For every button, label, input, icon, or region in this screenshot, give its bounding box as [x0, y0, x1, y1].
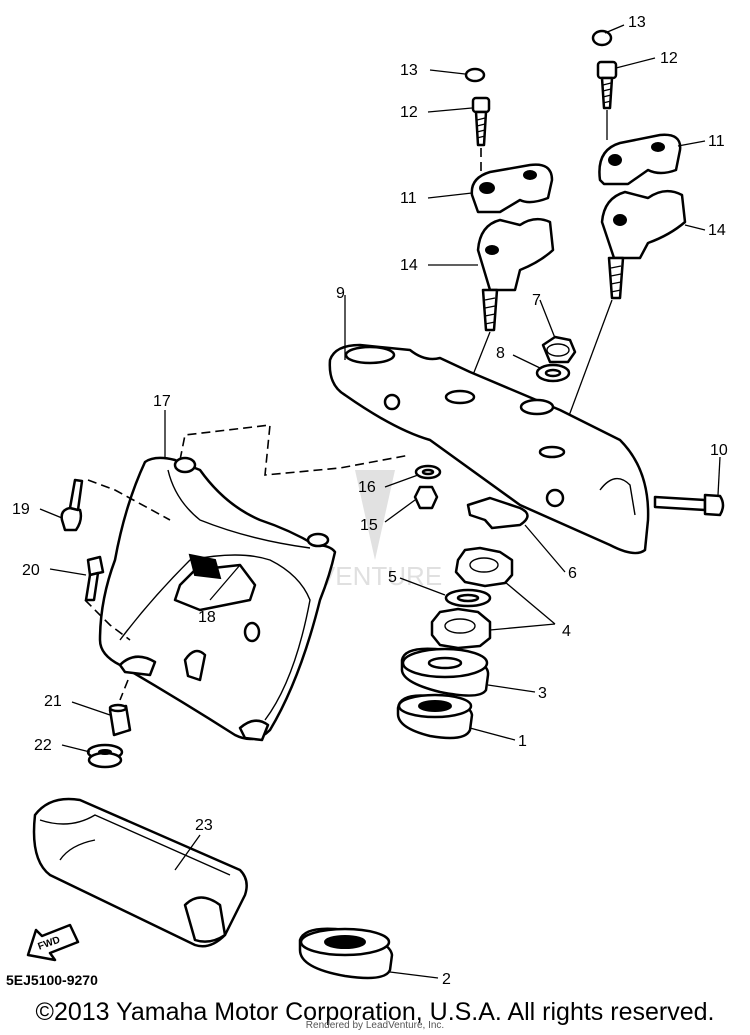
callout-12-left: 12 — [400, 104, 418, 121]
callout-8: 8 — [496, 345, 505, 362]
callout-7: 7 — [532, 292, 541, 309]
callout-11-left: 11 — [400, 190, 417, 207]
upper-bracket-9 — [328, 343, 650, 555]
callout-18: 18 — [198, 609, 216, 626]
washer-8 — [535, 363, 571, 383]
callout-15: 15 — [360, 517, 378, 534]
callout-21: 21 — [44, 693, 62, 710]
collar-21 — [108, 703, 132, 737]
callout-19: 19 — [12, 501, 30, 518]
callout-22: 22 — [34, 737, 52, 754]
seal-2 — [298, 927, 394, 980]
callout-13-left: 13 — [400, 62, 418, 79]
bolt-12-left — [471, 96, 491, 147]
callout-2: 2 — [442, 971, 451, 988]
plate-6 — [466, 496, 529, 530]
grommet-22 — [86, 743, 124, 769]
callout-23: 23 — [195, 817, 213, 834]
callout-16: 16 — [358, 479, 376, 496]
bearing-1 — [396, 693, 474, 740]
bearing-cover-3 — [400, 647, 490, 697]
callout-5: 5 — [388, 569, 397, 586]
nut-7 — [541, 335, 577, 364]
cover-23 — [32, 797, 248, 948]
holder-11-right — [598, 133, 682, 186]
ring-nut-4-upper — [454, 546, 514, 588]
callout-12-right: 12 — [660, 50, 678, 67]
diagram-code: 5EJ5100-9270 — [6, 972, 98, 988]
callout-14-right: 14 — [708, 222, 726, 239]
fwd-arrow-icon: FWD — [26, 923, 80, 962]
rendered-by-text: Rendered by LeadVenture, Inc. — [305, 1020, 445, 1031]
holder-11-left — [470, 163, 554, 214]
callout-20: 20 — [22, 562, 40, 579]
bolt-12-right — [596, 60, 618, 110]
bolt-10 — [653, 493, 725, 517]
lock-washer-5 — [444, 588, 492, 608]
callout-13-right: 13 — [628, 14, 646, 31]
copyright-text: ©2013 Yamaha Motor Corporation, U.S.A. A… — [35, 998, 715, 1026]
callout-17: 17 — [153, 393, 171, 410]
callout-4: 4 — [562, 623, 571, 640]
holder-14-left — [476, 217, 555, 332]
holder-14-right — [600, 189, 687, 300]
cap-13-left — [464, 67, 486, 83]
callout-11-right: 11 — [708, 133, 725, 150]
callout-14-left: 14 — [400, 257, 418, 274]
callout-leaders — [39, 24, 721, 979]
nut-15 — [413, 485, 439, 510]
washer-16 — [414, 464, 442, 480]
callout-6: 6 — [568, 565, 577, 582]
bolt-20 — [84, 555, 105, 602]
bolt-19 — [60, 478, 84, 532]
cap-13-right — [591, 29, 613, 47]
bracket-18 — [173, 553, 257, 612]
callout-9: 9 — [336, 285, 345, 302]
callout-3: 3 — [538, 685, 547, 702]
callout-10: 10 — [710, 442, 728, 459]
callout-1: 1 — [518, 733, 527, 750]
ring-nut-4-lower — [430, 607, 492, 650]
callout-labels: 13 13 12 12 11 11 14 14 9 7 8 10 17 16 1… — [12, 14, 728, 988]
